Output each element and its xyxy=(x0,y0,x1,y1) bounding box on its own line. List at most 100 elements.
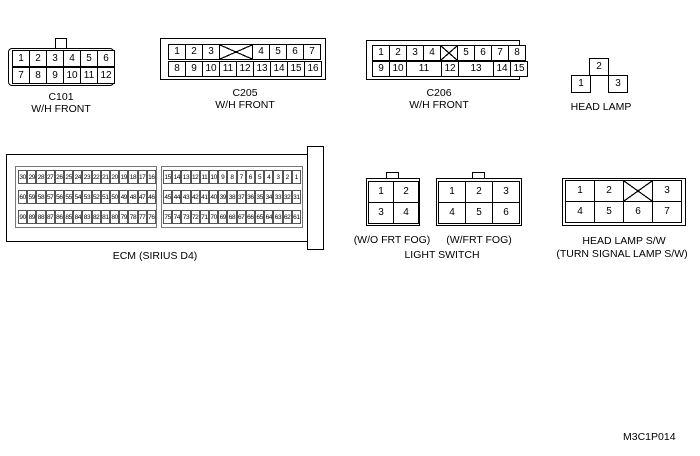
c101-pin: 11 xyxy=(80,67,98,84)
c101-pin: 9 xyxy=(46,67,64,84)
ecm-pin: 27 xyxy=(45,170,55,184)
head-lamp-sw-pin: 3 xyxy=(652,180,682,202)
connector-c205-location: W/H FRONT xyxy=(215,99,275,111)
c205-pin: 9 xyxy=(185,61,203,77)
head-lamp-sw-blank-cavity xyxy=(623,180,653,202)
c206-pin: 6 xyxy=(474,45,492,61)
connector-ecm-name: ECM (SIRIUS D4) xyxy=(112,250,198,262)
c206-pin: 14 xyxy=(493,61,511,77)
ecm-pin: 88 xyxy=(36,210,46,224)
c101-pin: 6 xyxy=(97,50,115,67)
ecm-pin: 55 xyxy=(64,190,74,204)
ecm-pin: 20 xyxy=(110,170,120,184)
ecm-pin: 43 xyxy=(181,190,191,204)
c206-pin: 2 xyxy=(389,45,407,61)
c205-pin: 11 xyxy=(219,61,237,77)
connector-head-lamp-sw-subtitle: (TURN SIGNAL LAMP S/W) xyxy=(556,248,688,260)
ecm-pin: 46 xyxy=(146,190,156,204)
ecm-pin: 19 xyxy=(119,170,129,184)
ecm-pin: 84 xyxy=(73,210,83,224)
ecm-pin: 42 xyxy=(190,190,200,204)
ecm-pin: 37 xyxy=(236,190,246,204)
c101-pin: 5 xyxy=(80,50,98,67)
c101-pin: 7 xyxy=(12,67,30,84)
ecm-pin: 49 xyxy=(119,190,129,204)
ecm-pin: 10 xyxy=(209,170,219,184)
ecm-pin: 34 xyxy=(264,190,274,204)
connector-c206-location: W/H FRONT xyxy=(409,99,469,111)
connector-head-lamp-name: HEAD LAMP xyxy=(570,101,632,113)
c101-pin: 12 xyxy=(97,67,115,84)
c206-pin: 11 xyxy=(406,61,442,77)
c205-pin: 5 xyxy=(269,44,287,60)
ecm-pin: 73 xyxy=(181,210,191,224)
ecm-pin: 7 xyxy=(236,170,246,184)
ecm-pin: 57 xyxy=(45,190,55,204)
ecm-pin: 22 xyxy=(91,170,101,184)
light-switch-w-fog-pin: 2 xyxy=(465,181,493,203)
head-lamp-sw-pin: 6 xyxy=(623,201,653,223)
ecm-pin: 64 xyxy=(264,210,274,224)
ecm-pin: 36 xyxy=(245,190,255,204)
ecm-pin: 68 xyxy=(227,210,237,224)
ecm-pin: 48 xyxy=(128,190,138,204)
ecm-pin: 87 xyxy=(45,210,55,224)
c205-pin: 1 xyxy=(168,44,186,60)
connector-head-lamp-sw-name: HEAD LAMP S/W xyxy=(582,235,666,247)
ecm-pin: 78 xyxy=(128,210,138,224)
ecm-pin: 58 xyxy=(36,190,46,204)
ecm-pin: 50 xyxy=(110,190,120,204)
c101-pin: 10 xyxy=(63,67,81,84)
ecm-pin: 29 xyxy=(27,170,37,184)
ecm-pin: 82 xyxy=(91,210,101,224)
ecm-pin: 54 xyxy=(73,190,83,204)
c206-pin: 3 xyxy=(406,45,424,61)
c205-pin: 8 xyxy=(168,61,186,77)
ecm-pin: 51 xyxy=(100,190,110,204)
ecm-pin: 2 xyxy=(282,170,292,184)
light-switch-wo-fog-pin: 4 xyxy=(393,202,419,224)
ecm-pin: 12 xyxy=(190,170,200,184)
c206-pin: 15 xyxy=(510,61,528,77)
head-lamp-sw-pin: 1 xyxy=(565,180,595,202)
connector-head-lamp: 2 1 3 xyxy=(570,56,634,96)
ecm-pin: 3 xyxy=(273,170,283,184)
ecm-pin: 28 xyxy=(36,170,46,184)
ecm-pin: 62 xyxy=(282,210,292,224)
connector-light-switch-name: LIGHT SWITCH xyxy=(404,249,480,261)
ecm-pin: 35 xyxy=(255,190,265,204)
light-switch-w-fog-pin: 6 xyxy=(492,202,520,224)
ecm-pin: 90 xyxy=(18,210,28,224)
ecm-pin: 25 xyxy=(64,170,74,184)
c206-pin: 5 xyxy=(457,45,475,61)
c101-pin: 1 xyxy=(12,50,30,67)
ecm-pin: 16 xyxy=(146,170,156,184)
c206-pin: 13 xyxy=(458,61,494,77)
ecm-pin: 80 xyxy=(110,210,120,224)
ecm-pin: 26 xyxy=(54,170,64,184)
ecm-pin: 83 xyxy=(82,210,92,224)
ecm-pin: 59 xyxy=(27,190,37,204)
ecm-pin: 18 xyxy=(128,170,138,184)
connector-c101-location: W/H FRONT xyxy=(31,103,91,115)
head-lamp-sw-pin: 7 xyxy=(652,201,682,223)
c206-pin: 9 xyxy=(372,61,390,77)
light-switch-wo-fog-pin: 1 xyxy=(368,181,394,203)
light-switch-w-fog-pin: 5 xyxy=(465,202,493,224)
head-lamp-sw-pin: 5 xyxy=(594,201,624,223)
ecm-pin: 85 xyxy=(64,210,74,224)
ecm-pin: 8 xyxy=(227,170,237,184)
c205-pin: 6 xyxy=(286,44,304,60)
ecm-pin: 13 xyxy=(181,170,191,184)
c101-pin: 8 xyxy=(29,67,47,84)
c205-blank-cavity xyxy=(219,44,253,60)
ecm-pin: 72 xyxy=(190,210,200,224)
c205-pin: 3 xyxy=(202,44,220,60)
ecm-pin: 67 xyxy=(236,210,246,224)
light-switch-wo-fog-pin: 2 xyxy=(393,181,419,203)
